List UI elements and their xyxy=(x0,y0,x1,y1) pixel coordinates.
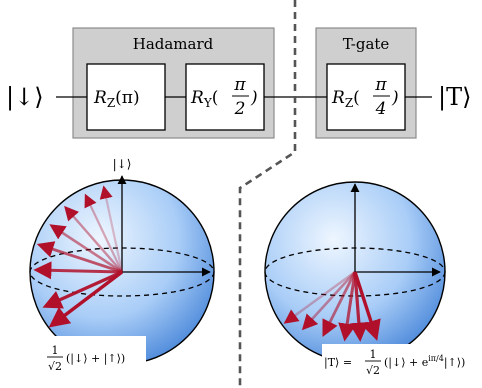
gate-ry-num: π xyxy=(233,75,246,95)
right-label-cutout xyxy=(322,344,482,388)
left-state-arrow xyxy=(64,205,123,273)
gate-ry-den: 2 xyxy=(234,99,246,119)
left-bloch-sphere: |↓⟩ 1 √2 (|↓⟩ + |↑⟩) xyxy=(29,157,215,388)
input-state: |↓⟩ xyxy=(6,83,44,112)
right-expr-close: |↑⟩) xyxy=(444,356,466,370)
tgate-title: T-gate xyxy=(343,35,390,53)
gate-ry-sub: Y xyxy=(203,96,213,110)
gate-rz4-num: π xyxy=(374,75,387,95)
dashed-divider xyxy=(238,0,297,388)
gate-rz4-op: R xyxy=(331,88,345,108)
left-frac-num: 1 xyxy=(52,344,59,357)
gate-ry-label: RY( xyxy=(190,88,218,110)
right-state-arrow-final xyxy=(353,271,381,341)
gate-rz4-close: ) xyxy=(391,88,399,108)
gate-rz4-den: 4 xyxy=(375,99,387,119)
gate-rz4-sub: Z xyxy=(345,96,353,110)
left-top-label: |↓⟩ xyxy=(113,157,132,171)
left-equator xyxy=(29,247,215,297)
right-frac-den: √2 xyxy=(366,364,380,377)
circuit: Hadamard T-gate |↓⟩ |T⟩ RZ(π) RY( π 2 ) … xyxy=(6,27,471,139)
left-state-arrow xyxy=(36,241,123,274)
hadamard-title: Hadamard xyxy=(133,35,214,53)
output-state: |T⟩ xyxy=(438,83,471,112)
right-bloch-sphere: |T⟩ = 1 √2 (|↓⟩ + eiπ/4|↑⟩) xyxy=(264,181,482,388)
gate-rz-pi-op: R xyxy=(93,88,107,108)
gate-ry-op: R xyxy=(190,88,204,108)
left-state-arrow-final xyxy=(48,270,124,328)
gate-rz-pi-label: RZ(π) xyxy=(93,88,140,110)
right-state-arrow xyxy=(301,271,356,331)
right-frac-num: 1 xyxy=(370,348,377,361)
left-label-cutout xyxy=(36,336,146,388)
left-state-arrow xyxy=(49,224,123,274)
right-state-arrow xyxy=(283,271,356,324)
right-state-arrow xyxy=(322,271,357,338)
right-state-arrow xyxy=(338,271,357,342)
left-state-arrow xyxy=(99,185,124,273)
right-expr: (|↓⟩ + eiπ/4|↑⟩) xyxy=(384,354,465,370)
gate-rz-pi-sub: Z xyxy=(107,96,115,110)
left-expr: (|↓⟩ + |↑⟩) xyxy=(66,352,125,366)
gate-rz-pi xyxy=(86,63,166,131)
gate-rz-pi-arg: (π) xyxy=(115,88,139,108)
right-expr-open: (|↓⟩ + e xyxy=(384,356,428,370)
left-state-arrow xyxy=(42,270,123,309)
gate-rz-pi4 xyxy=(326,63,406,131)
left-state-arrow xyxy=(33,261,123,280)
right-state-arrow xyxy=(349,271,369,342)
left-frac-den: √2 xyxy=(48,360,62,373)
right-lhs: |T⟩ = xyxy=(324,356,352,370)
gate-ry-close: ) xyxy=(250,88,258,108)
gate-ry-pi2 xyxy=(185,63,265,131)
gate-rz4-label: RZ( xyxy=(331,88,360,110)
right-expr-sup: iπ/4 xyxy=(428,354,444,363)
left-state-arrow xyxy=(84,193,123,273)
